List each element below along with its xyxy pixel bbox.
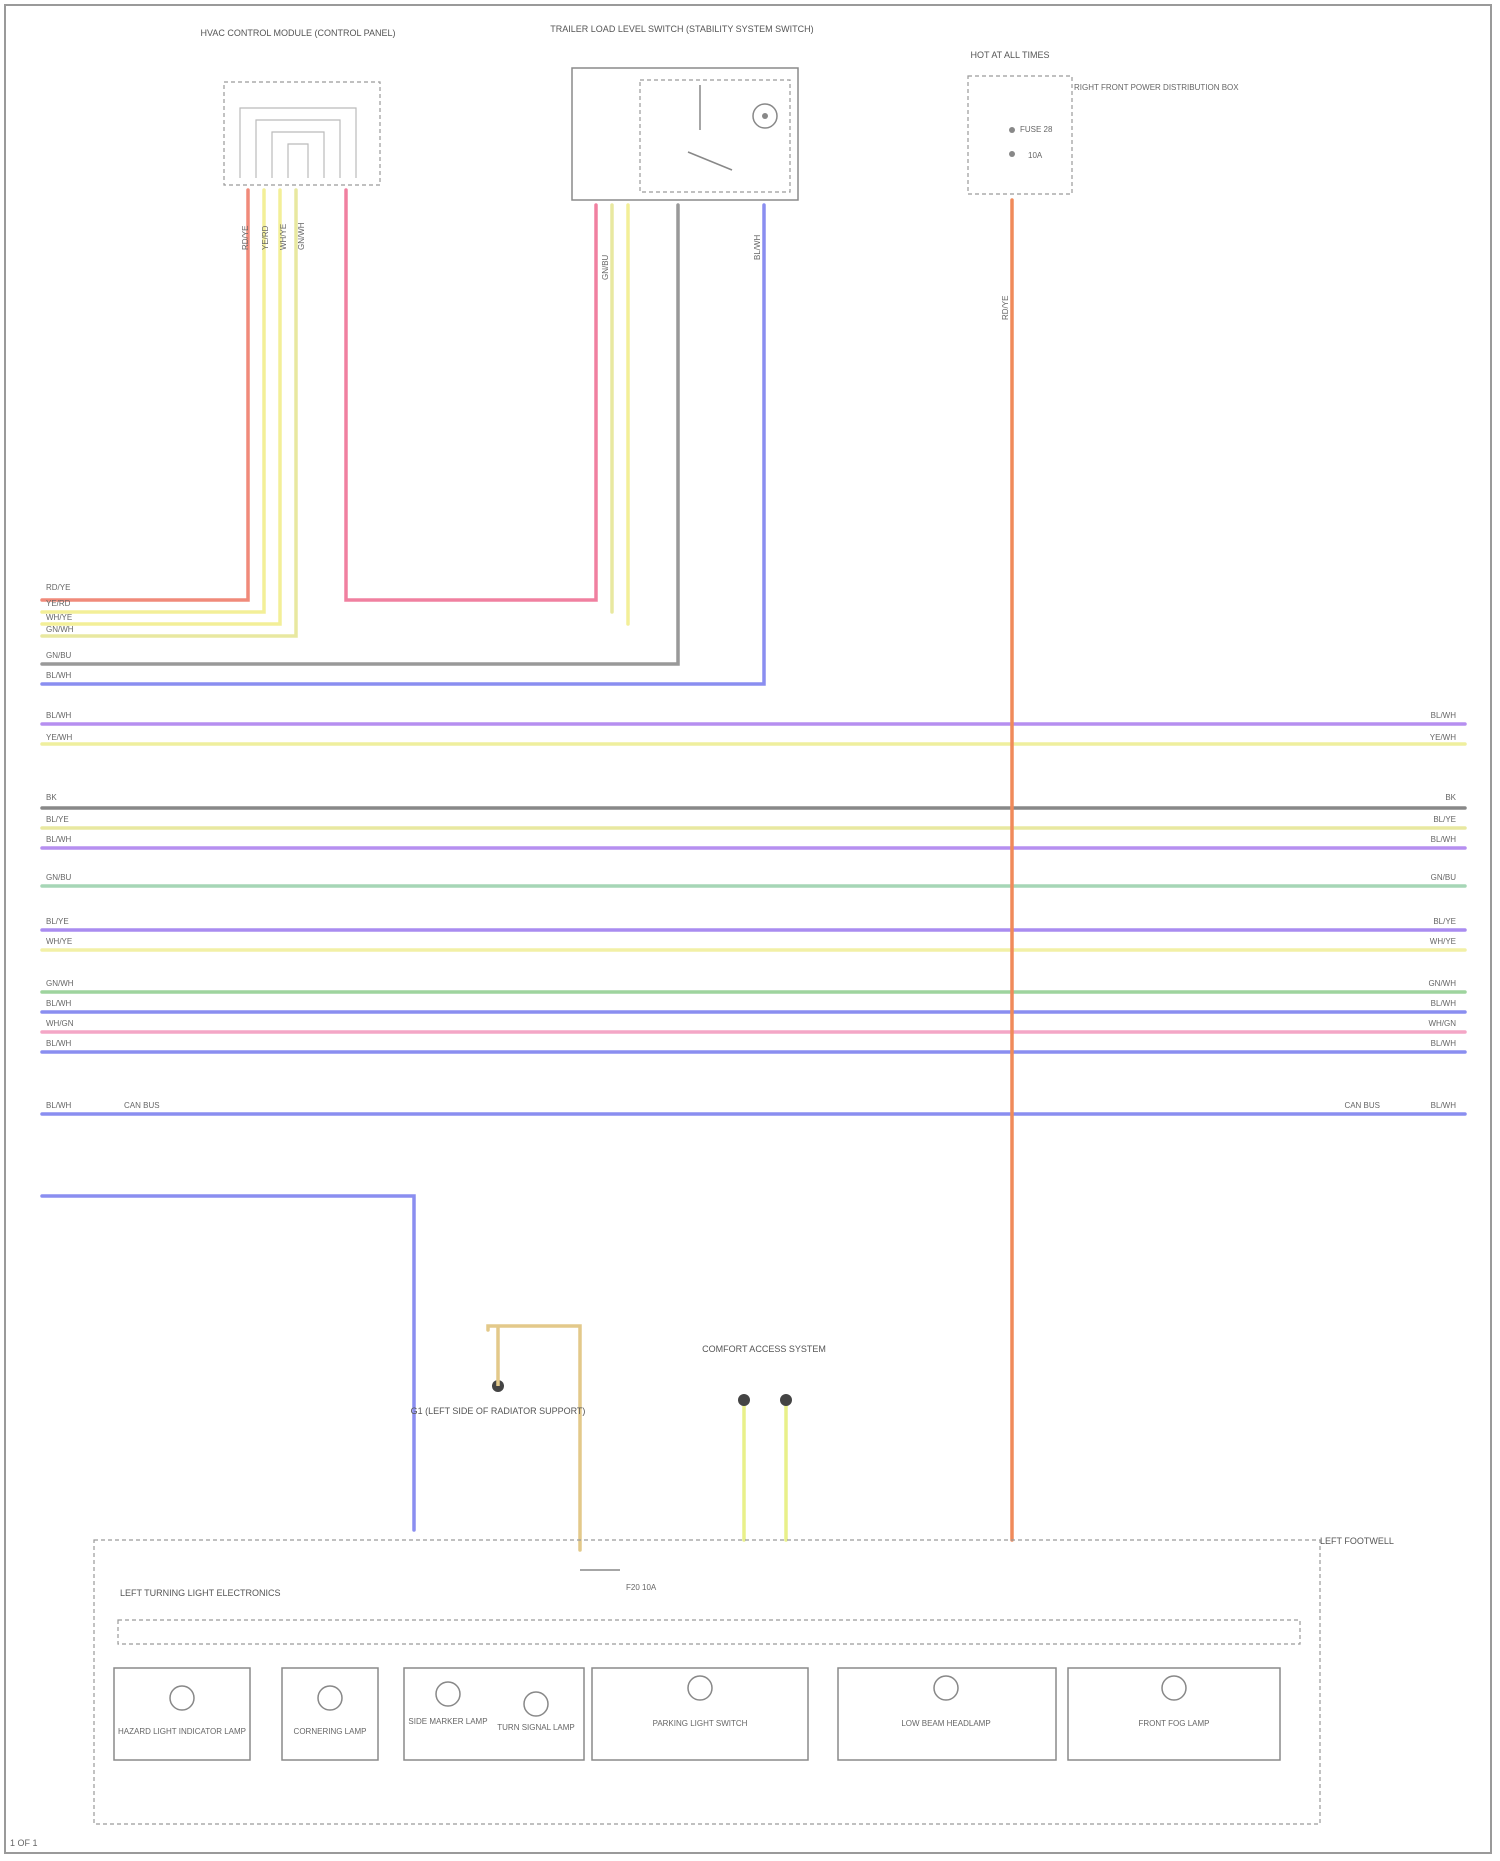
load-5	[838, 1668, 1056, 1760]
wire-label: BL/WH	[46, 711, 72, 720]
load-6	[1068, 1668, 1280, 1760]
ground-title: G1 (LEFT SIDE OF RADIATOR SUPPORT)	[411, 1406, 586, 1416]
bottom-module: LEFT FOOTWELL LEFT TURNING LIGHT ELECTRO…	[94, 1536, 1394, 1824]
svg-text:RD/YE: RD/YE	[241, 226, 250, 250]
load-4	[592, 1668, 808, 1760]
wire-label: WH/GN	[1428, 1019, 1456, 1028]
wire-label: BL/WH	[1431, 835, 1457, 844]
load-1	[114, 1668, 250, 1760]
wire-label: BL/WH	[46, 835, 72, 844]
wire-label: BL/WH	[46, 999, 72, 1008]
wire-label: BL/WH	[46, 1039, 72, 1048]
fuse-title: HOT AT ALL TIMES	[970, 50, 1049, 60]
svg-text:BL/WH: BL/WH	[753, 234, 762, 260]
svg-text:WH/YE: WH/YE	[279, 224, 288, 250]
right-labels: BL/WH YE/WH BK BL/YE BL/WH GN/BU BL/YE W…	[1344, 711, 1456, 1110]
wire-label: BK	[1445, 793, 1456, 802]
load-label: CORNERING LAMP	[294, 1727, 367, 1736]
module-enclosure	[94, 1540, 1320, 1824]
wire-label: GN/WH	[46, 979, 74, 988]
load-label: TURN SIGNAL LAMP	[497, 1723, 575, 1732]
fuse-amps: 10A	[1028, 151, 1043, 160]
trailer-load-switch: TRAILER LOAD LEVEL SWITCH (STABILITY SYS…	[550, 24, 813, 200]
horizontal-wires	[42, 200, 1465, 1540]
load-2	[282, 1668, 378, 1760]
wire-label: YE/RD	[46, 599, 71, 608]
footer-code: 1 OF 1	[10, 1838, 38, 1848]
svg-text:RD/YE: RD/YE	[1001, 296, 1010, 320]
wire-label: BL/WH	[46, 1101, 72, 1110]
wire-label: GN/WH	[1428, 979, 1456, 988]
switch-box	[572, 68, 798, 200]
bus-label-left: CAN BUS	[124, 1101, 160, 1110]
wire-label: BL/YE	[1433, 815, 1456, 824]
wire-label: BL/WH	[1431, 711, 1457, 720]
hvac-wires	[42, 190, 596, 636]
wire-label: BL/WH	[1431, 999, 1457, 1008]
load-label: HAZARD LIGHT INDICATOR LAMP	[118, 1727, 246, 1736]
hvac-title: HVAC CONTROL MODULE (CONTROL PANEL)	[200, 28, 395, 38]
wire-label: GN/BU	[46, 651, 72, 660]
bus-label-right: CAN BUS	[1344, 1101, 1380, 1110]
vertical-wire-labels: RD/YE YE/RD WH/YE GN/WH GN/BU BL/WH RD/Y…	[241, 222, 1010, 320]
svg-text:GN/BU: GN/BU	[601, 254, 610, 280]
wire-label: WH/YE	[1430, 937, 1456, 946]
wire-label: YE/WH	[1430, 733, 1456, 742]
wire-label: BL/WH	[1431, 1039, 1457, 1048]
wire-label: BL/WH	[1431, 1101, 1457, 1110]
footwell-label: LEFT FOOTWELL	[1320, 1536, 1394, 1546]
wire-label: WH/YE	[46, 937, 72, 946]
load-label: PARKING LIGHT SWITCH	[653, 1719, 748, 1728]
comfort-title: COMFORT ACCESS SYSTEM	[702, 1344, 826, 1354]
wire-label: BK	[46, 793, 57, 802]
load-3	[404, 1668, 584, 1760]
wire-label: BL/YE	[46, 917, 69, 926]
load-label: LOW BEAM HEADLAMP	[901, 1719, 990, 1728]
hvac-control-module: HVAC CONTROL MODULE (CONTROL PANEL)	[200, 28, 395, 185]
load-label: FRONT FOG LAMP	[1139, 1719, 1210, 1728]
module-title: LEFT TURNING LIGHT ELECTRONICS	[120, 1588, 281, 1598]
wire-label: GN/BU	[46, 873, 72, 882]
wire-label: RD/YE	[46, 583, 70, 592]
load-label: SIDE MARKER LAMP	[408, 1717, 487, 1726]
fuse-box: HOT AT ALL TIMES RIGHT FRONT POWER DISTR…	[968, 50, 1239, 194]
svg-text:GN/WH: GN/WH	[297, 222, 306, 250]
comfort-access: COMFORT ACCESS SYSTEM	[702, 1344, 826, 1540]
fuse-enclosure	[968, 76, 1072, 194]
ground-g1: G1 (LEFT SIDE OF RADIATOR SUPPORT)	[411, 1326, 586, 1550]
wire-label: WH/GN	[46, 1019, 74, 1028]
wire-label: BL/YE	[1433, 917, 1456, 926]
wire-label: GN/BU	[1431, 873, 1457, 882]
wire-label: GN/WH	[46, 625, 74, 634]
module-fuse: F20 10A	[626, 1583, 657, 1592]
wire-label: WH/YE	[46, 613, 72, 622]
switch-title: TRAILER LOAD LEVEL SWITCH (STABILITY SYS…	[550, 24, 813, 34]
svg-text:YE/RD: YE/RD	[261, 225, 270, 250]
fuse-number: FUSE 28	[1020, 125, 1053, 134]
wire-label: BL/WH	[46, 671, 72, 680]
wire-label: BL/YE	[46, 815, 69, 824]
wire-label: YE/WH	[46, 733, 72, 742]
fuse-side-label: RIGHT FRONT POWER DISTRIBUTION BOX	[1074, 83, 1239, 92]
